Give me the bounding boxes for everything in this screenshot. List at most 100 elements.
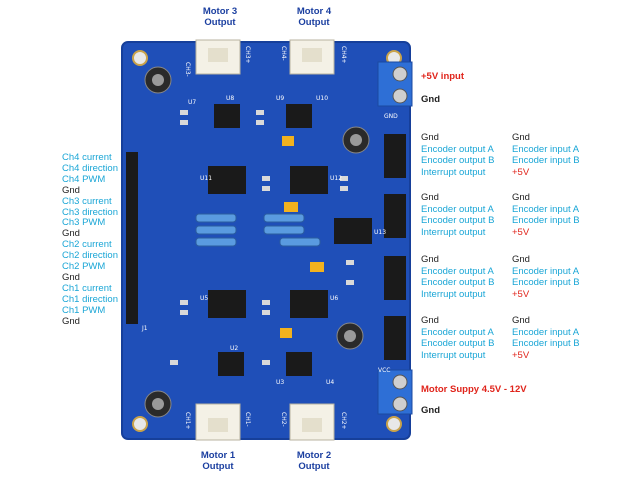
encoder-label: Encoder output B [421,277,495,288]
ic-chip [286,104,312,128]
encoder-label: Gnd [421,315,439,326]
motor2-title: Motor 2 [296,450,332,461]
ic-chip [214,104,240,128]
silk-vcc: VCC [378,367,390,374]
silk-u6: U6 [330,295,338,302]
pin-label: Gnd [62,315,80,327]
encoder-label: Gnd [512,315,530,326]
motor4-title: Motor 4 [296,6,332,17]
encoder-header-3 [384,256,406,300]
motor2-label: Motor 2 Output [290,450,338,472]
gnd-bottom-label: Gnd [421,405,440,416]
motor-supply-terminal [377,369,413,415]
ic-chip [290,290,328,318]
motor2-subtitle: Output [298,461,330,472]
encoder-group-4-left: Gnd Encoder output A Encoder output B In… [421,315,494,361]
motor1-title: Motor 1 [200,450,236,461]
encoder-group-1-left: Gnd Encoder output A Encoder output B In… [421,132,494,178]
silk-ch1plus: CH1+ [184,412,191,430]
pin-label: Gnd [62,228,80,240]
motor4-subtitle: Output [298,17,330,28]
silk-gnd: GND [384,113,398,120]
encoder-label: Encoder output A [421,203,494,215]
pin-label: Gnd [62,271,80,283]
encoder-label: Interrupt output [421,166,486,178]
encoder-label: Encoder output B [421,155,495,166]
motor-supply-label: Motor Suppy 4.5V - 12V [421,384,527,395]
silk-u10: U10 [316,95,328,102]
encoder-label: Encoder output B [421,215,495,226]
silk-u7: U7 [188,99,196,106]
pin-label: Ch1 PWM [62,304,106,316]
pin-label: Ch2 current [62,239,112,251]
silk-u13: U13 [374,229,386,236]
mounting-hole-icon [132,416,148,432]
mounting-hole-icon [386,416,402,432]
motor3-title: Motor 3 [202,6,238,17]
encoder-label: Encoder input A [512,326,580,338]
capacitor-icon [144,390,172,418]
motor1-label: Motor 1 Output [194,450,242,472]
silk-u9: U9 [276,95,284,102]
capacitor-icon [144,66,172,94]
pin-label: Ch4 direction [62,162,118,174]
encoder-label: Encoder output A [421,143,494,155]
silk-j1: J1 [141,325,148,332]
silk-ch3plus: CH3+ [244,46,251,64]
pin-label: Ch3 PWM [62,217,106,229]
ic-chip [218,352,244,376]
silk-u11: U11 [200,175,212,182]
silk-ch4plus: CH4+ [340,46,347,64]
motor1-connector [195,403,241,441]
silk-u8: U8 [226,95,234,102]
encoder-label: +5V [512,349,530,361]
encoder-header-4 [384,316,406,360]
silk-u5: U5 [200,295,208,302]
silk-ch2plus: CH2+ [340,412,347,430]
pin-label: Gnd [62,184,80,196]
pin-label: Ch1 current [62,282,112,294]
encoder-label: Encoder input B [512,215,580,226]
smd-components [170,110,354,365]
ic-chip [286,352,312,376]
encoder-label: Encoder output A [421,265,494,277]
pin-label: Ch3 direction [62,206,118,218]
left-pin-labels: Ch4 current Ch4 direction Ch4 PWM Gnd Ch… [62,152,132,328]
silk-u2: U2 [230,345,238,352]
power-5v-terminal [377,61,413,107]
ic-chip [208,166,246,194]
encoder-label: Interrupt output [421,349,486,361]
left-pin-header [126,152,138,324]
encoder-label: Encoder input B [512,155,580,166]
encoder-label: Gnd [512,192,530,203]
encoder-label: Gnd [421,254,439,265]
pin-label: Ch2 PWM [62,261,106,273]
encoder-header-1 [384,134,406,178]
motor4-connector [289,39,335,75]
pin-label: Ch2 direction [62,250,118,262]
silk-u4: U4 [326,379,334,386]
motor3-subtitle: Output [204,17,236,28]
silk-u12: U12 [330,175,342,182]
tantalum-capacitor [280,136,324,338]
silk-ch3minus: CH3- [184,62,191,77]
silk-ch4minus: CH4- [280,46,287,61]
mounting-hole-icon [132,50,148,66]
encoder-label: Gnd [512,132,530,143]
encoder-label: Encoder input A [512,203,580,215]
motor2-connector [289,403,335,441]
gnd-top-label: Gnd [421,94,440,105]
encoder-group-4-right: Gnd Encoder input A Encoder input B +5V [512,315,580,361]
encoder-label: Encoder input A [512,143,580,155]
pin-label: Ch3 current [62,195,112,207]
encoder-label: Encoder output A [421,326,494,338]
encoder-group-2-right: Gnd Encoder input A Encoder input B +5V [512,192,580,238]
capacitor-icon [342,126,370,154]
encoder-label: +5V [512,288,530,300]
ic-chip [208,290,246,318]
encoder-label: Encoder output B [421,338,495,349]
encoder-label: +5V [512,226,530,238]
pin-label: Ch1 direction [62,293,118,305]
ic-chip [290,166,328,194]
